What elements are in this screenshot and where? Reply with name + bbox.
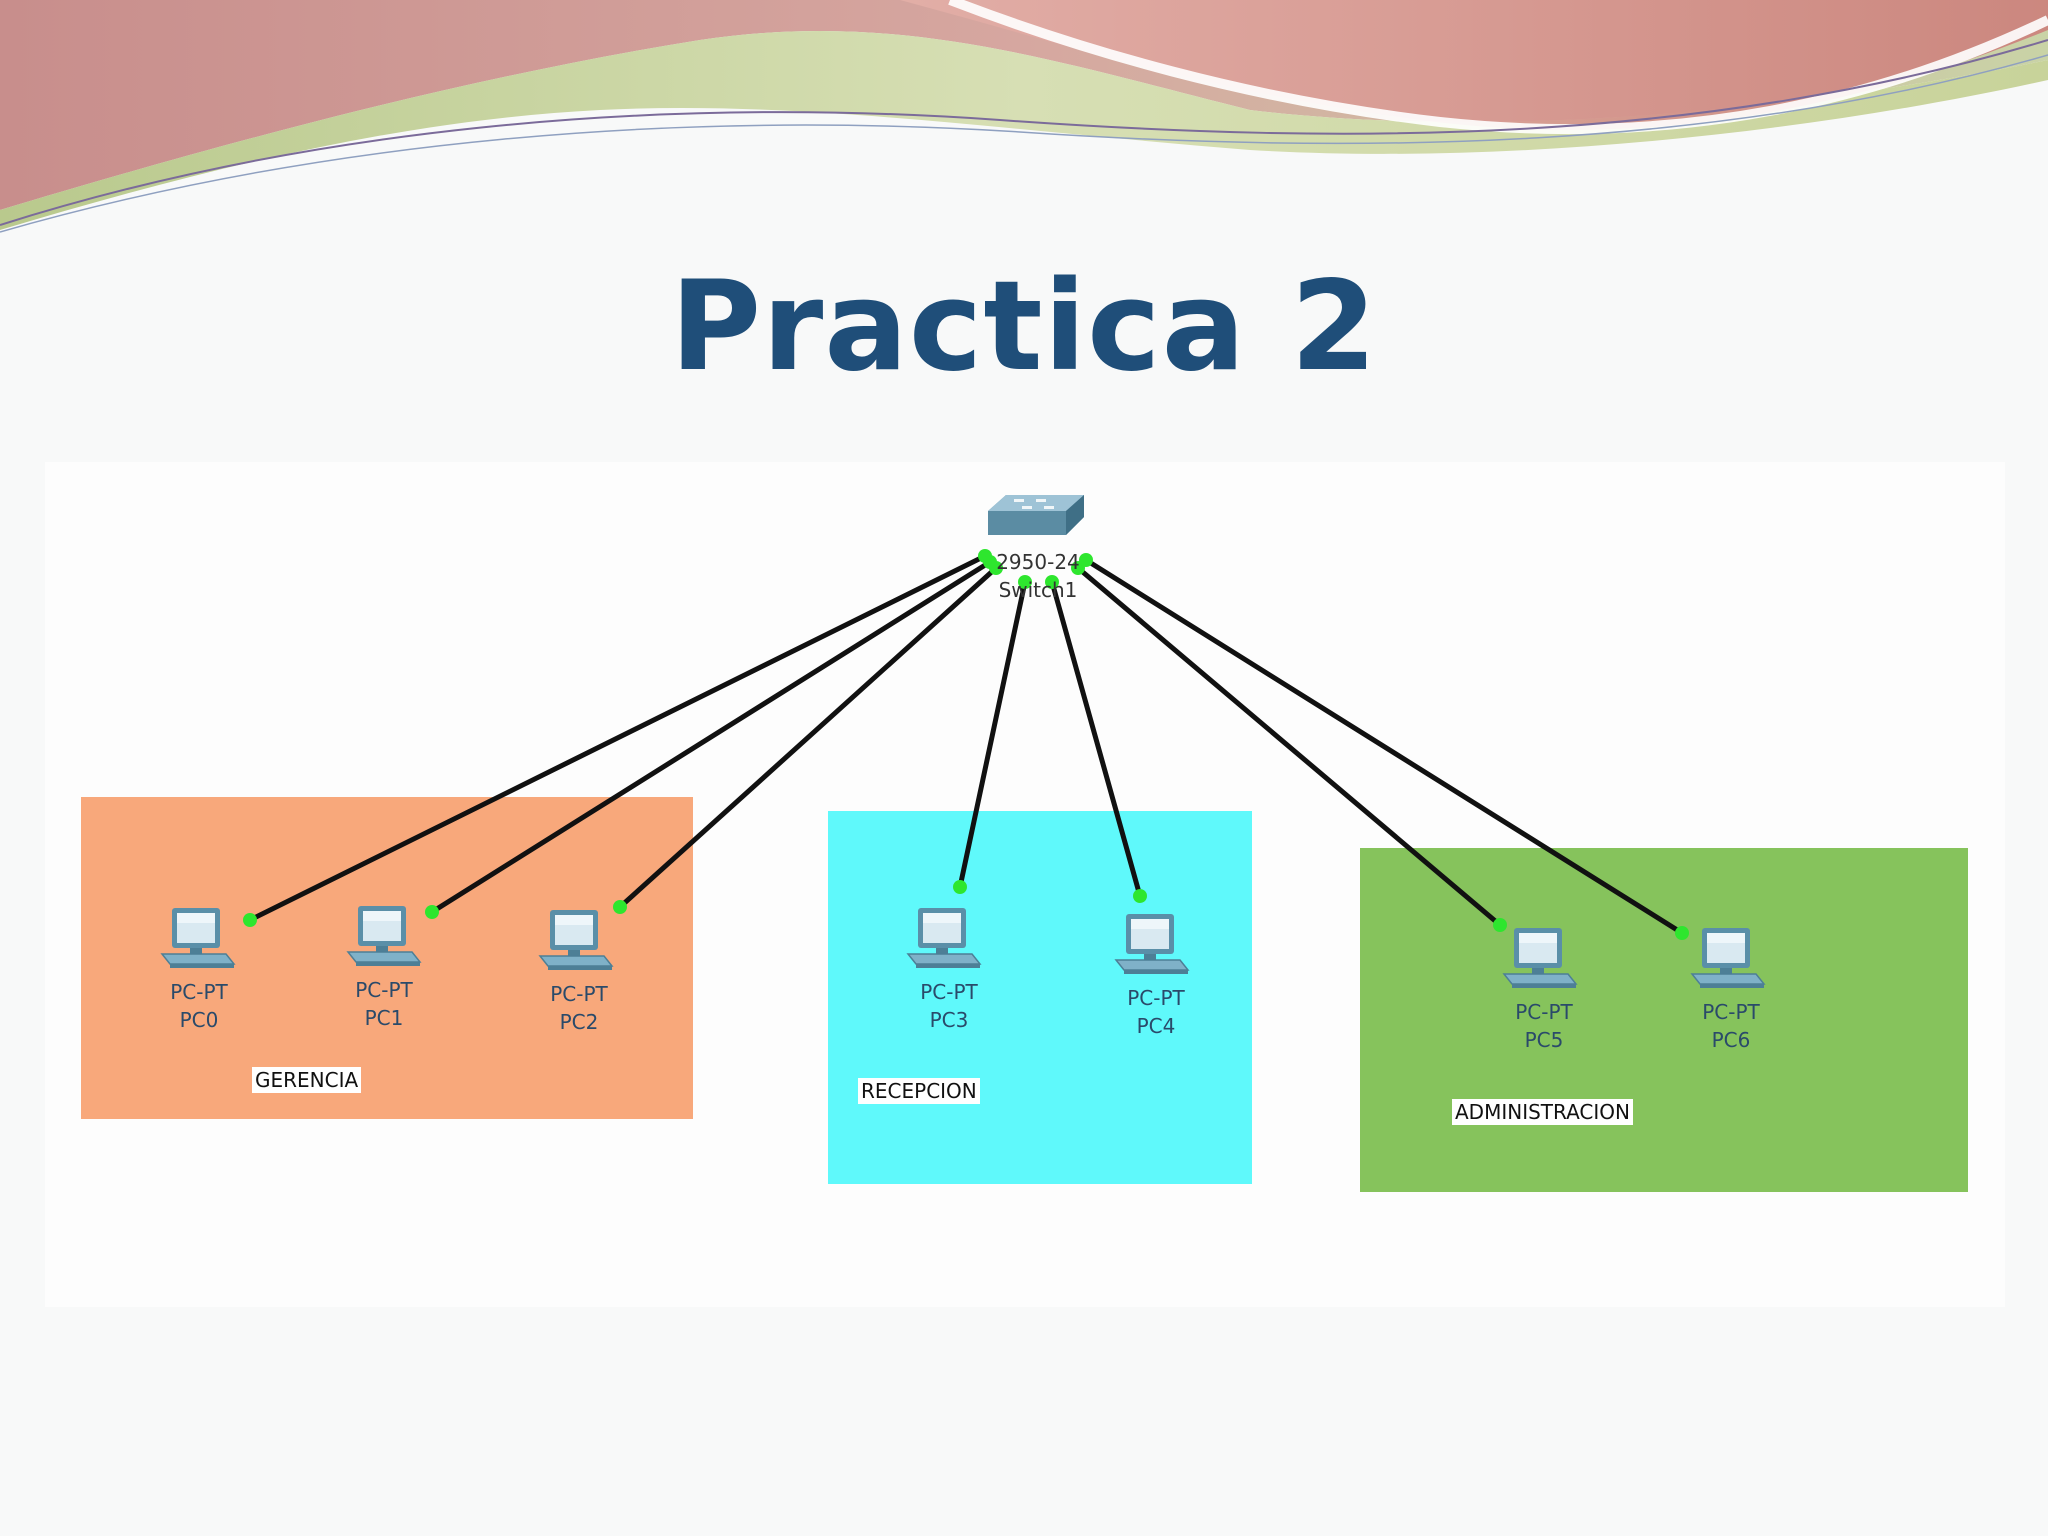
switch-label: 2950-24 Switch1 xyxy=(968,548,1108,604)
pc-type: PC-PT xyxy=(1702,1000,1760,1024)
link-pc2 xyxy=(617,565,999,910)
switch-model: 2950-24 xyxy=(996,550,1080,574)
port-pc6 xyxy=(1675,926,1689,940)
pc-name: PC5 xyxy=(1524,1028,1564,1052)
pc-type: PC-PT xyxy=(1127,986,1185,1010)
pc-name: PC6 xyxy=(1711,1028,1751,1052)
pc-icon-pc6[interactable] xyxy=(1691,927,1765,989)
pc-name: PC0 xyxy=(179,1008,219,1032)
port-switch-4 xyxy=(1018,575,1032,589)
zone-label-recepcion: RECEPCION xyxy=(858,1078,980,1104)
pc-type: PC-PT xyxy=(170,980,228,1004)
link-pc4 xyxy=(1049,579,1143,899)
link-pc1 xyxy=(429,559,993,915)
pc-label-pc3: PC-PT PC3 xyxy=(889,978,1009,1034)
port-pc2 xyxy=(613,900,627,914)
pc-name: PC4 xyxy=(1136,1014,1176,1038)
link-pc0 xyxy=(247,553,988,923)
pc-type: PC-PT xyxy=(550,982,608,1006)
port-pc5 xyxy=(1493,918,1507,932)
link-pc6 xyxy=(1083,557,1685,936)
header-swoosh xyxy=(0,0,2048,233)
switch-name: Switch1 xyxy=(998,578,1078,602)
pc-icon-pc0[interactable] xyxy=(161,907,235,969)
link-pc5 xyxy=(1075,565,1503,928)
zone-administracion xyxy=(1360,848,1968,1192)
pc-icon-pc5[interactable] xyxy=(1503,927,1577,989)
pc-label-pc0: PC-PT PC0 xyxy=(139,978,259,1034)
pc-name: PC3 xyxy=(929,1008,969,1032)
zone-label-administracion: ADMINISTRACION xyxy=(1452,1099,1633,1125)
pc-icon-pc2[interactable] xyxy=(539,909,613,971)
port-pc0 xyxy=(243,913,257,927)
pc-type: PC-PT xyxy=(1515,1000,1573,1024)
port-switch-3 xyxy=(989,561,1003,575)
pc-type: PC-PT xyxy=(920,980,978,1004)
zone-recepcion xyxy=(828,811,1252,1184)
slide-title: Practica 2 xyxy=(670,255,1378,399)
link-pc3 xyxy=(957,579,1028,890)
pc-icon-pc4[interactable] xyxy=(1115,913,1189,975)
pc-name: PC2 xyxy=(559,1010,599,1034)
pc-name: PC1 xyxy=(364,1006,404,1030)
pc-label-pc6: PC-PT PC6 xyxy=(1671,998,1791,1054)
zone-label-gerencia: GERENCIA xyxy=(252,1067,362,1093)
switch-icon[interactable] xyxy=(988,495,1084,535)
pc-icon-pc3[interactable] xyxy=(907,907,981,969)
port-pc1 xyxy=(425,905,439,919)
pc-label-pc2: PC-PT PC2 xyxy=(519,980,639,1036)
port-switch-7 xyxy=(1079,553,1093,567)
pc-label-pc5: PC-PT PC5 xyxy=(1484,998,1604,1054)
port-switch-5 xyxy=(1045,575,1059,589)
port-pc4 xyxy=(1133,889,1147,903)
pc-type: PC-PT xyxy=(355,978,413,1002)
port-pc3 xyxy=(953,880,967,894)
pc-icon-pc1[interactable] xyxy=(347,905,421,967)
pc-label-pc1: PC-PT PC1 xyxy=(324,976,444,1032)
pc-label-pc4: PC-PT PC4 xyxy=(1096,984,1216,1040)
